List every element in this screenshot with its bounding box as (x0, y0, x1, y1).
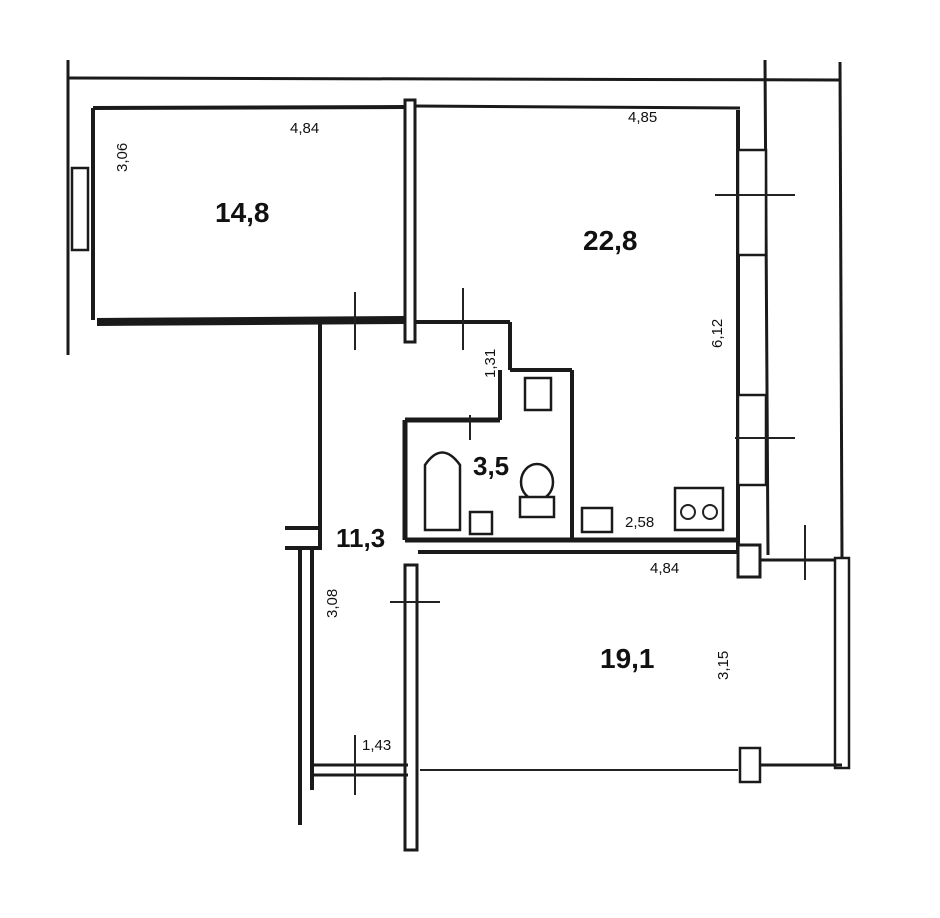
room-area-label: 22,8 (583, 225, 638, 256)
dimension-label: 3,15 (715, 651, 732, 680)
window (736, 393, 768, 487)
dimension-label: 4,84 (290, 120, 319, 137)
sink-icon (468, 510, 494, 536)
window (736, 148, 768, 257)
dimension-label: 3,06 (114, 143, 131, 172)
outer-walls (66, 59, 844, 561)
kitchen-sink-icon (580, 506, 614, 534)
balcony-door (738, 746, 762, 784)
toilet-icon (519, 462, 555, 502)
window (833, 556, 851, 770)
dimension-label: 2,58 (625, 514, 654, 531)
room-22-8-walls (715, 110, 795, 550)
room-19-1-walls (312, 525, 851, 795)
toilet-tank-icon (518, 495, 556, 519)
stove-icon (673, 486, 725, 532)
dimension-label: 3,08 (324, 589, 341, 618)
fixtures (423, 376, 725, 536)
dimension-label: 6,12 (709, 319, 726, 348)
bathroom-walls (402, 288, 740, 554)
window (70, 166, 90, 252)
room-14-8-walls (70, 105, 406, 326)
dimension-label: 1,43 (362, 737, 391, 754)
room-area-label: 14,8 (215, 197, 270, 228)
dimension-label: 4,84 (650, 560, 679, 577)
dimension-label: 4,85 (628, 109, 657, 126)
washer-icon (523, 376, 553, 412)
hall-walls (285, 292, 440, 852)
bathroom-area-label: 3,5 (473, 451, 509, 481)
hall-area-label: 11,3 (336, 523, 385, 553)
central-partition (403, 98, 741, 344)
bathtub-icon (423, 451, 462, 532)
room-area-label: 19,1 (600, 643, 655, 674)
dimension-label: 1,31 (482, 349, 499, 378)
